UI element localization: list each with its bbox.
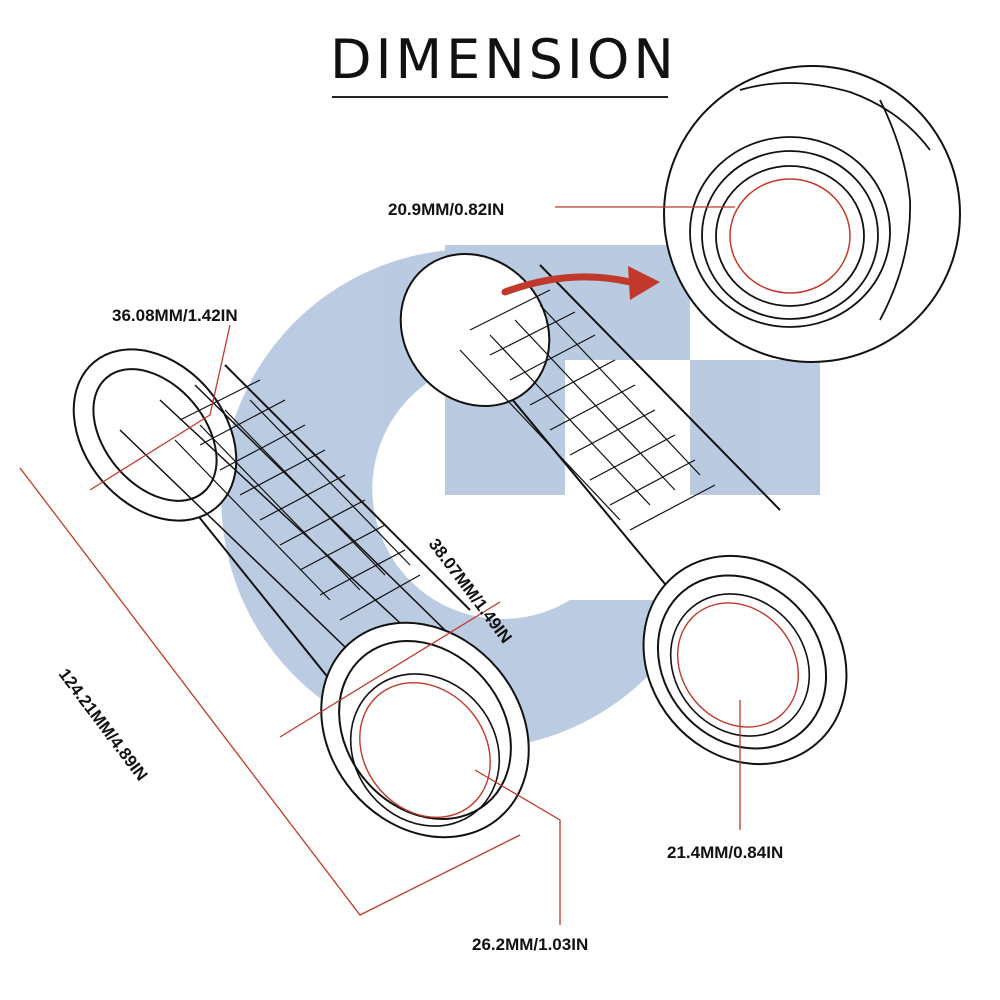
- detail-grip-top-edge: [739, 82, 931, 151]
- detail-grip-end: [689, 82, 931, 328]
- right-grip-near-end-rim: [656, 574, 828, 750]
- left-grip-near-end-bore: [349, 673, 501, 827]
- right-grip-bore-marker: [676, 602, 800, 728]
- leader-length: [19, 467, 521, 916]
- left-grip: [72, 348, 530, 839]
- label-inner-top: 20.9MM/0.82IN: [388, 200, 505, 219]
- title-underline: [332, 96, 668, 98]
- detail-grip-inner-rim: [715, 165, 865, 307]
- page-title: DIMENSION: [330, 28, 678, 91]
- detail-grip-mid-rim: [701, 150, 879, 320]
- detail-zoom-circle: [663, 65, 961, 363]
- dimension-lines: [19, 206, 741, 925]
- left-grip-near-end: [320, 621, 530, 839]
- detail-grip-outer-rim: [689, 136, 891, 328]
- detail-bore-marker: [729, 178, 851, 294]
- leader-outer-left: [89, 324, 231, 491]
- detail-circle-frame: [663, 65, 961, 363]
- label-inner-left: 26.2MM/1.03IN: [472, 935, 589, 954]
- right-grip-pattern: [459, 289, 716, 531]
- left-grip-near-end-rim: [338, 639, 512, 821]
- leader-outer-right: [279, 601, 501, 738]
- label-outer-left: 36.08MM/1.42IN: [112, 306, 238, 325]
- left-grip-far-end-inner: [92, 368, 218, 502]
- arrow-head-icon: [628, 266, 660, 300]
- left-grip-far-end: [72, 348, 238, 522]
- left-grip-pattern: [174, 379, 421, 621]
- left-grip-bore-marker: [359, 681, 491, 819]
- watermark-block-right: [690, 360, 820, 495]
- detail-grip-side-edge: [879, 99, 911, 321]
- curved-arrow: [501, 266, 660, 300]
- watermark-ring: [221, 250, 700, 750]
- leader-inner-left: [474, 769, 561, 925]
- label-inner-right: 21.4MM/0.84IN: [667, 843, 784, 862]
- right-grip-near-end-bore: [669, 593, 811, 737]
